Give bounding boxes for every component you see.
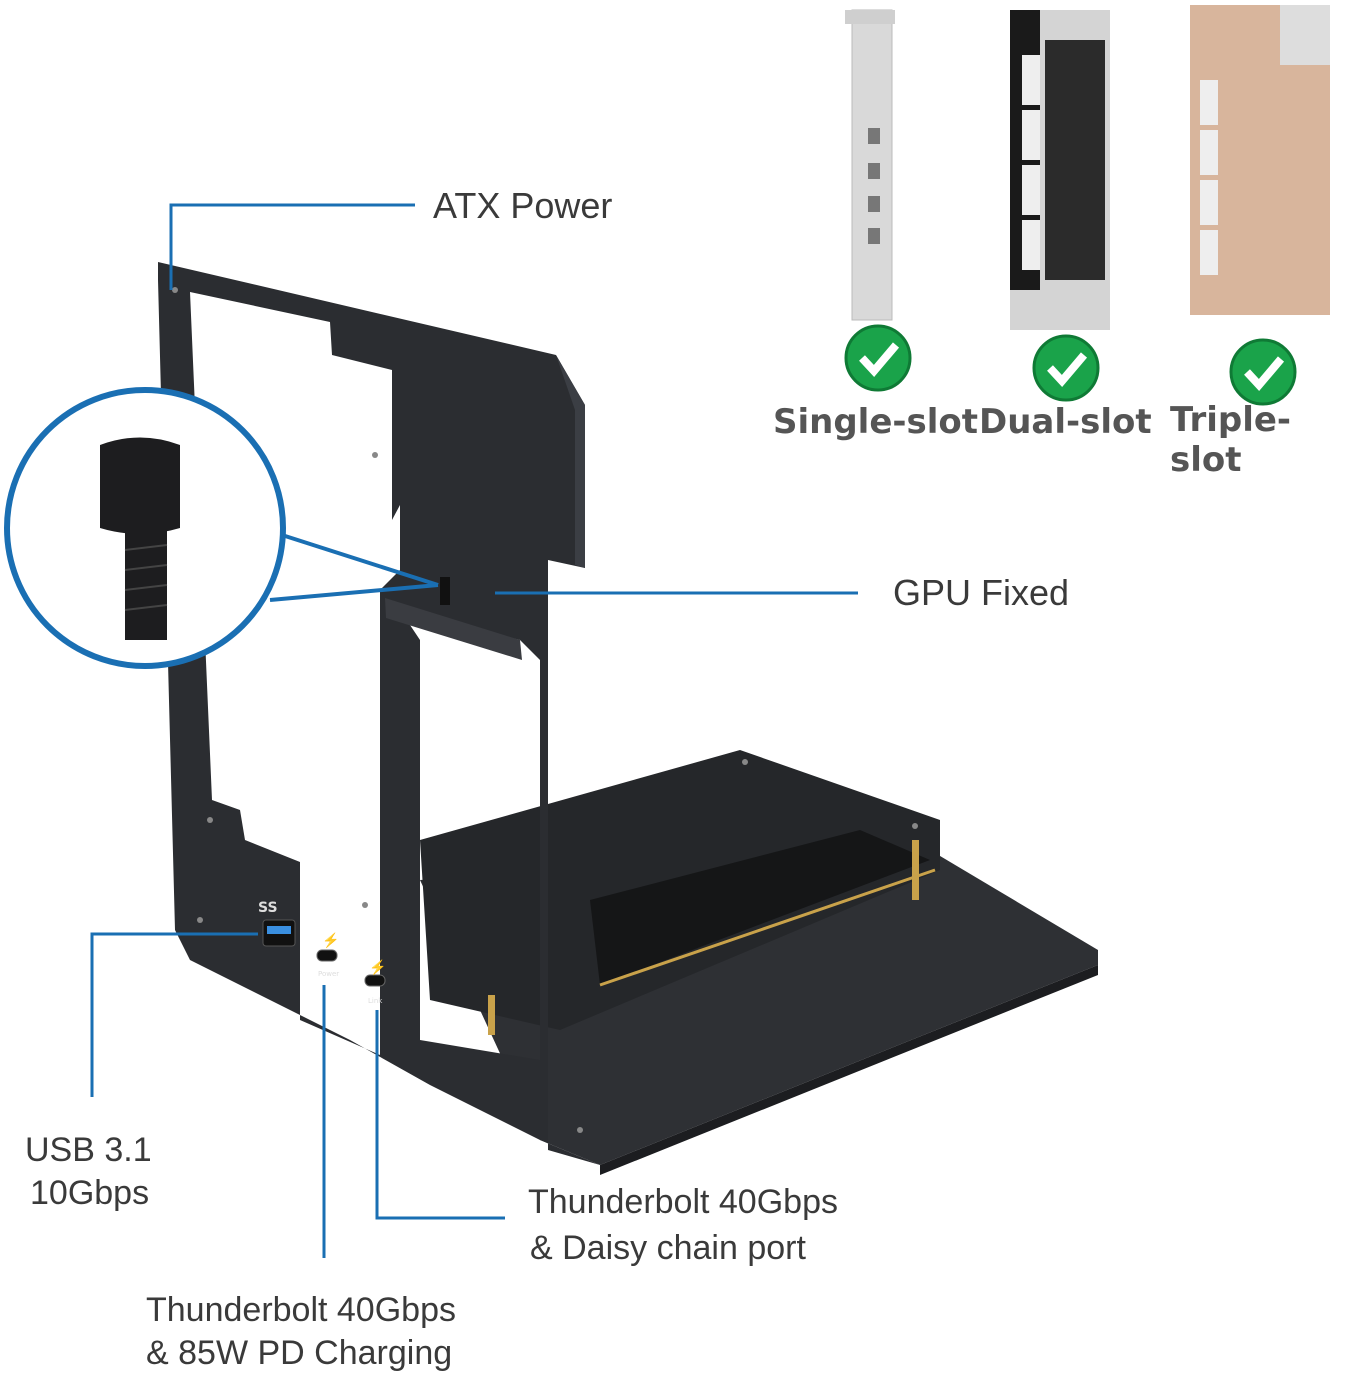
check-icon bbox=[1229, 338, 1297, 406]
dual-slot-label: Dual-slot bbox=[979, 402, 1152, 442]
leader-lines bbox=[90, 203, 858, 1258]
thunderbolt-icon: ⚡ bbox=[369, 959, 386, 976]
thumb-screw bbox=[440, 577, 450, 605]
thunderbolt-link-port bbox=[364, 974, 386, 987]
usb-label-line2: 10Gbps bbox=[30, 1174, 150, 1212]
power-port-marking: Power bbox=[318, 970, 339, 978]
tb-power-label-line1: Thunderbolt 40Gbps bbox=[146, 1291, 456, 1329]
triple-slot-label: Triple-slot bbox=[1170, 400, 1292, 480]
triple-slot-gpu bbox=[1190, 5, 1330, 315]
gpu-bracket bbox=[385, 598, 522, 660]
tb-daisy-label-line1: Thunderbolt 40Gbps bbox=[528, 1183, 838, 1221]
thunderbolt-power-port bbox=[316, 949, 338, 962]
single-slot-gpu bbox=[845, 9, 895, 321]
standoff bbox=[912, 840, 919, 900]
gpu-fixed-label: GPU Fixed bbox=[893, 572, 1070, 613]
usb-ss-marking: SS bbox=[258, 900, 278, 916]
dual-slot-gpu bbox=[1010, 10, 1110, 330]
atx-power-label: ATX Power bbox=[433, 185, 613, 226]
check-icon bbox=[844, 324, 912, 392]
tb-daisy-label-line2: & Daisy chain port bbox=[530, 1229, 806, 1267]
single-slot-label: Single-slot bbox=[773, 402, 979, 442]
tb-power-label-line2: & 85W PD Charging bbox=[146, 1334, 453, 1372]
thunderbolt-icon: ⚡ bbox=[322, 932, 339, 949]
link-port-marking: Link bbox=[368, 997, 383, 1005]
thumb-screw-zoom-callout bbox=[4, 387, 439, 669]
check-icon bbox=[1032, 334, 1100, 402]
usb-label-line1: USB 3.1 bbox=[25, 1131, 152, 1169]
